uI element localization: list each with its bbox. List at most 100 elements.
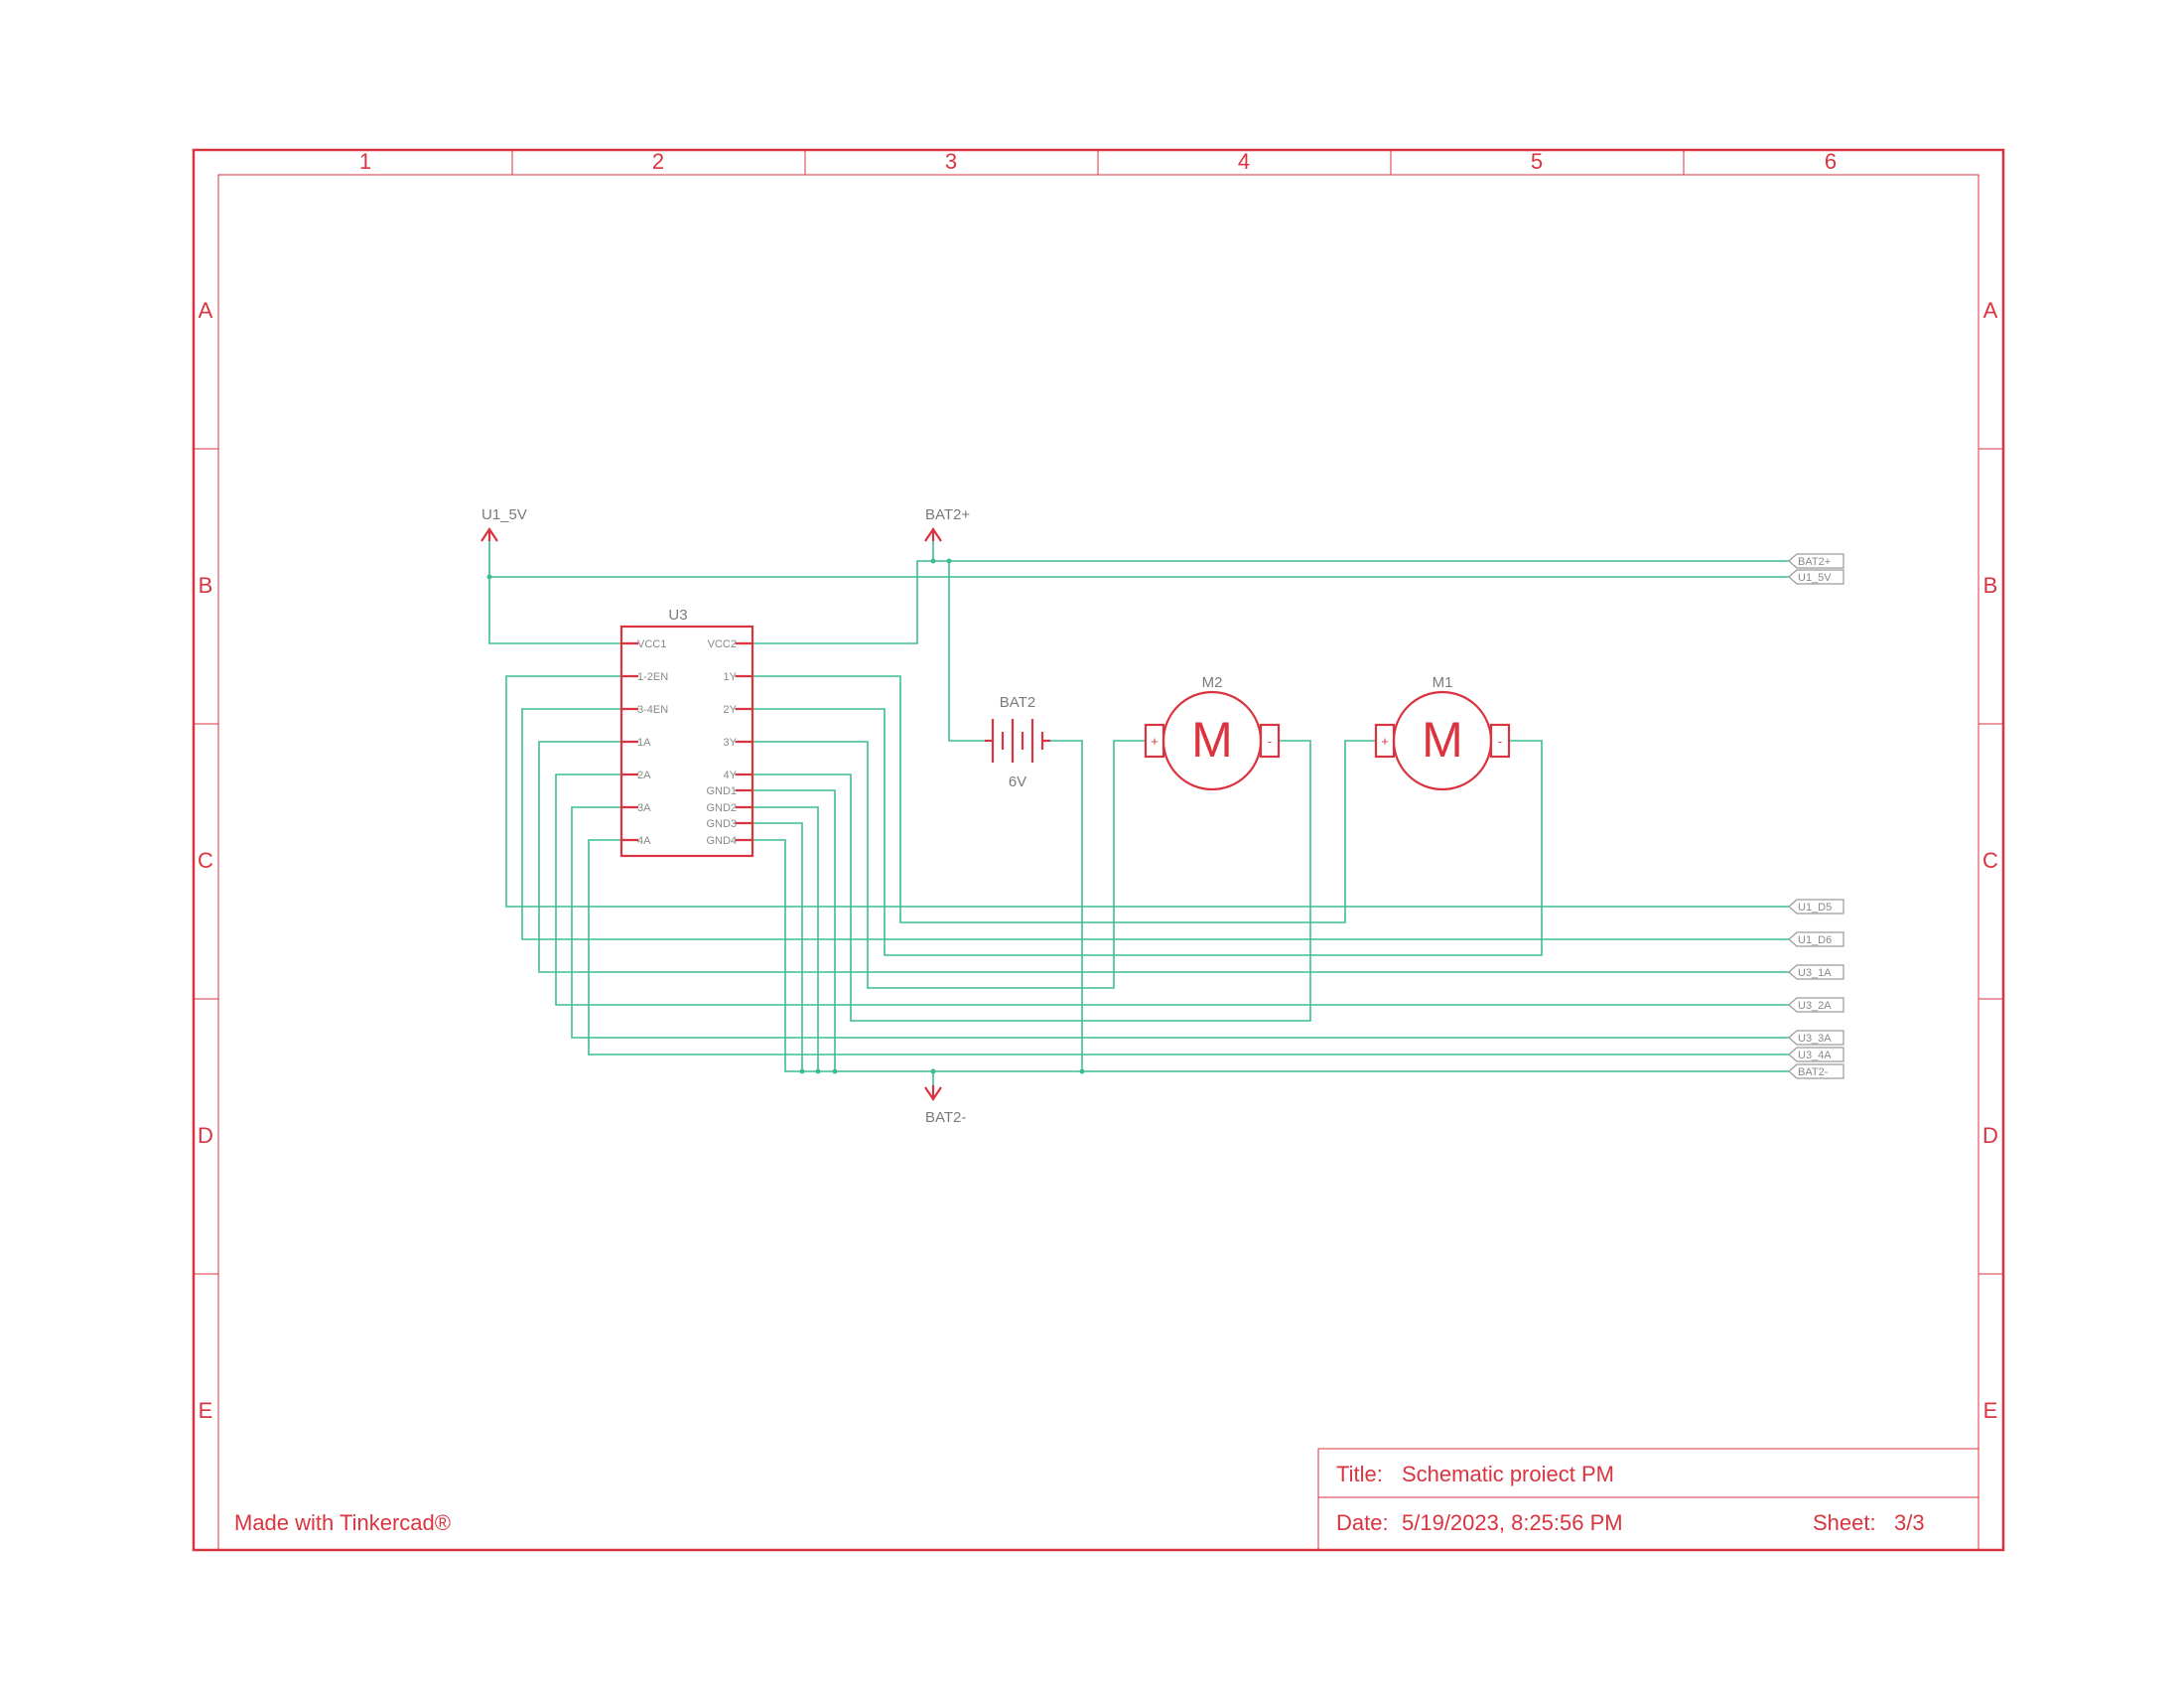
row-label: A [1983,298,1998,323]
net-port-u3-3a: U3_3A [1788,1030,1844,1046]
wire-3-4en [521,708,1789,940]
bat2-minus-label: BAT2- [925,1109,966,1126]
u3-pin-label: 3Y [724,737,738,749]
wire-bat2-minus-battery [1050,740,1083,1071]
column-label: 6 [1825,149,1837,174]
net-port-label: U1_5V [1798,572,1832,584]
u3-pin-stubs [621,641,752,842]
wire-2y [735,708,1543,956]
net-port-label: U3_2A [1798,1000,1832,1012]
u3-pin-label: 4Y [724,770,738,781]
u3-pin-label: GND3 [706,818,737,830]
u3-pin-label: 1Y [724,671,738,683]
row-label: E [1983,1398,1998,1423]
u3-pin-label: 1A [637,737,651,749]
column-label: 5 [1531,149,1543,174]
u1-5v-label: U1_5V [481,506,527,523]
row-label: C [198,848,213,873]
net-port-bat2-plus: BAT2+ [1788,553,1844,569]
title-block: Title: Schematic proiect PM Date: 5/19/2… [1317,1448,1979,1551]
net-port-label: U3_3A [1798,1033,1832,1045]
u3-pin-label: 3A [637,802,651,814]
title-label: Title: [1336,1462,1383,1486]
wire-4y [735,740,1311,1022]
motor-minus-sign: - [1268,734,1272,749]
drawing-frame: 1 2 3 4 5 6 A B C D E A B C D E [192,148,2005,1552]
title-block-border [1317,1448,1979,1551]
net-port-bat2-minus: BAT2- [1788,1063,1844,1079]
wire-4a [588,839,1789,1055]
u3-pin-label: GND1 [706,785,737,797]
net-ports: BAT2+ U1_5V U1_D5 U1_D6 U3_1A U3_2A U3_3… [1788,553,1844,1079]
column-dividers [511,150,1685,175]
net-port-label: BAT2+ [1798,556,1831,568]
motor-m2: M2 M + - [1144,674,1281,791]
bat2-plus-label: BAT2+ [925,506,970,523]
date-value: 5/19/2023, 8:25:56 PM [1402,1510,1623,1535]
column-label: 2 [652,149,664,174]
net-port-u1-d5: U1_D5 [1788,899,1844,914]
row-label: B [1983,573,1998,598]
row-label: D [1982,1123,1998,1148]
wire-1y [735,675,1376,923]
row-label: B [199,573,213,598]
u3-driver-ic: U3 VCC1 1-2EN 3-4EN 1A 2A 3A 4A [619,607,754,858]
motor-minus-sign: - [1498,734,1502,749]
motor-plus-terminal [1144,723,1165,759]
wire-gnd1 [735,789,836,1071]
net-port-label: U1_D6 [1798,934,1832,946]
motor-plus-terminal [1374,723,1396,759]
row-label: C [1982,848,1998,873]
net-port-label: U1_D5 [1798,902,1832,914]
net-port-u1-5v: U1_5V [1788,569,1844,585]
motor-minus-terminal [1489,723,1511,759]
outer-border [192,148,2005,1552]
u3-pin-label: 3-4EN [637,704,668,716]
wire-vcc2 [735,560,933,644]
motor-plus-sign: + [1151,734,1159,749]
row-dividers [194,448,2003,1275]
u3-pin-label: 1-2EN [637,671,668,683]
net-port-u3-4a: U3_4A [1788,1047,1844,1062]
junction-dots [486,558,1085,1074]
power-symbol-bat2-plus: BAT2+ [924,506,970,542]
column-label: 4 [1238,149,1250,174]
row-label: D [198,1123,213,1148]
tinkercad-credit: Made with Tinkercad® [234,1510,451,1535]
wire-bat2-plus-battery [948,561,985,742]
u3-pin-label: VCC1 [637,638,666,650]
u3-pin-label: 2A [637,770,651,781]
net-port-u3-1a: U3_1A [1788,964,1844,980]
wire-1a [538,741,1789,973]
wire-2a [555,774,1789,1006]
net-port-label: U3_1A [1798,967,1832,979]
u3-pin-label: 2Y [724,704,738,716]
motor-m1: M1 M + - [1374,674,1511,791]
net-port-label: U3_4A [1798,1050,1832,1061]
inner-border [217,174,1979,1551]
u3-pin-label: GND4 [706,835,737,847]
wire-3y [735,740,1146,989]
motor-minus-terminal [1259,723,1281,759]
motor-glyph: M [1422,712,1463,768]
sheet-value: 3/3 [1894,1510,1925,1535]
row-label: A [199,298,213,323]
motor-ref: M1 [1433,674,1453,691]
motor-plus-sign: + [1381,734,1389,749]
wires [488,541,1789,1085]
u3-ref: U3 [668,607,687,624]
motor-glyph: M [1191,712,1233,768]
column-label: 1 [359,149,371,174]
power-symbol-u1-5v: U1_5V [480,506,527,542]
u3-pin-label: VCC2 [708,638,737,650]
motor-ref: M2 [1202,674,1223,691]
row-label: E [199,1398,213,1423]
battery-ref: BAT2 [1000,694,1035,711]
wire-gnd4 [735,839,1789,1072]
u3-pin-label: 4A [637,835,651,847]
wire-3a [571,806,1789,1039]
power-symbol-bat2-minus: BAT2- [924,1085,966,1126]
wire-bat2-plus-bus [932,541,1789,562]
wire-vcc1 [488,541,621,644]
